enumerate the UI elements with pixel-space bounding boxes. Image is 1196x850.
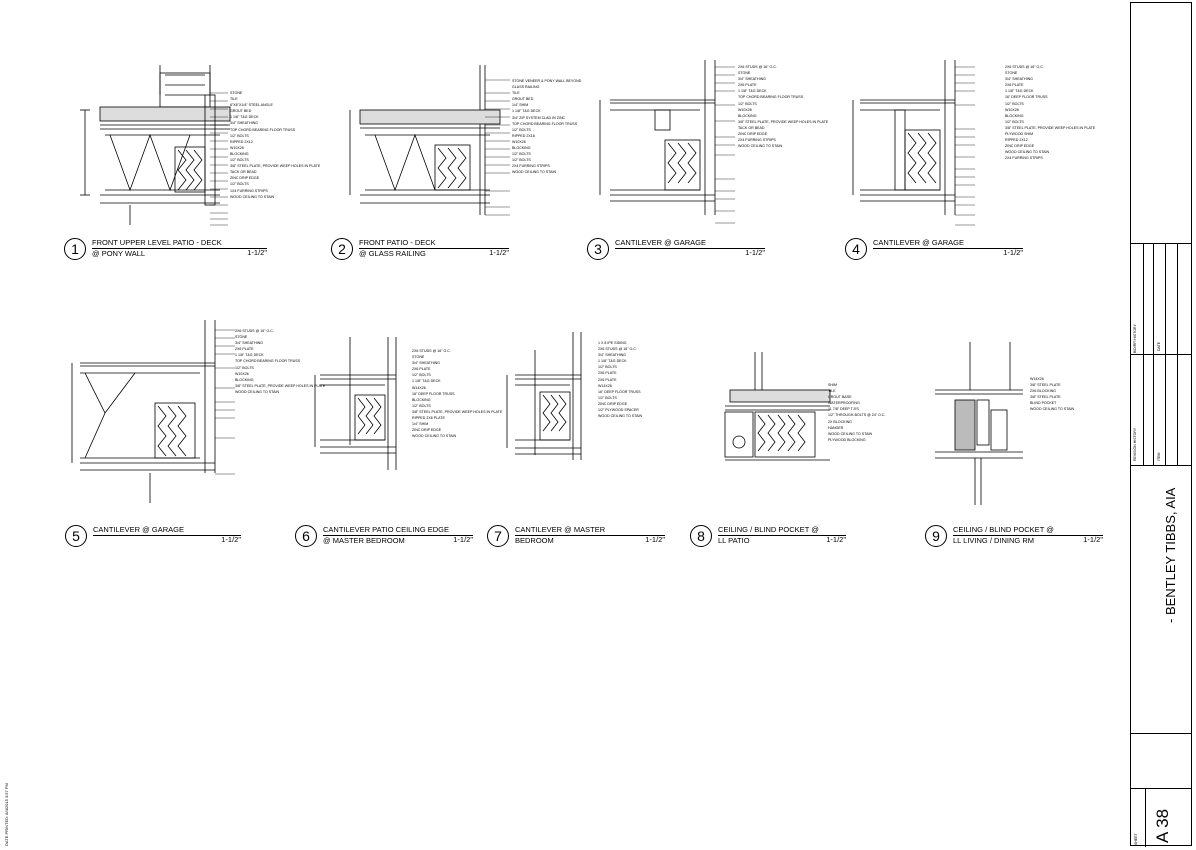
detail-1-callout: 1 FRONT UPPER LEVEL PATIO - DECK @ PONY … [64,238,267,260]
revision-history-label: REVISION HISTORY [1133,427,1137,461]
detail-7-callout: 7 CANTILEVER @ MASTER BEDROOM 1-1/2" [487,525,665,547]
detail-9-number: 9 [925,525,947,547]
detail-7-subtitle: BEDROOM [515,536,554,545]
detail-9-callout: 9 CEILING / BLIND POCKET @ LL LIVING / D… [925,525,1103,547]
detail-6-title: CANTILEVER PATIO CEILING EDGE [323,525,473,536]
detail-3-callout: 3 CANTILEVER @ GARAGE 1-1/2" [587,238,765,260]
detail-7-title: CANTILEVER @ MASTER [515,525,665,536]
detail-4-scale: 1-1/2" [1003,248,1023,257]
title-block-divider [1131,465,1191,466]
detail-8-scale: 1-1/2" [826,535,846,544]
detail-1-linework [80,65,231,226]
detail-9-linework [935,342,1023,505]
date-printed: DATE PRINTED: 8/4/2015 3:57 PM [4,783,9,846]
detail-1-drawing [60,55,320,235]
detail-7-notes: 1 x 8 IPE SIDING2x6 STUDS @ 16" O.C.3/4"… [598,341,643,419]
sheet-number: A 38 [1153,808,1172,843]
detail-4-drawing [845,55,1005,235]
detail-1-number: 1 [64,238,86,260]
sheet-divider [1145,788,1146,847]
detail-2-title: FRONT PATIO - DECK [359,238,509,249]
item-column-label: ITEM [1157,452,1161,461]
detail-8-drawing [700,350,840,480]
detail-7-scale: 1-1/2" [645,535,665,544]
detail-4-number: 4 [845,238,867,260]
detail-5-callout: 5 CANTILEVER @ GARAGE 1-1/2" [65,525,241,547]
firm-name: - BENTLEY TIBBS, AIA [1163,487,1178,623]
detail-3-drawing [590,55,750,235]
detail-9-subtitle: LL LIVING / DINING RM [953,536,1034,545]
detail-9-notes: W14x263/8" STEEL PLATE2x6 BLOCKING 3/8" … [1030,377,1075,412]
detail-7-linework [506,332,582,460]
title-block: BID/RFI HISTORY REVISION HISTORY DATE IT… [1130,2,1192,847]
detail-5-number: 5 [65,525,87,547]
title-block-divider [1131,243,1191,244]
title-block-divider [1131,733,1191,734]
detail-9-scale: 1-1/2" [1083,535,1103,544]
detail-7-drawing [495,330,605,480]
detail-3-scale: 1-1/2" [745,248,765,257]
detail-2-callout: 2 FRONT PATIO - DECK @ GLASS RAILING 1-1… [331,238,509,260]
sheet-label: SHEET [1134,833,1138,845]
detail-2-number: 2 [331,238,353,260]
detail-2-subtitle: @ GLASS RAILING [359,249,426,258]
detail-8-title: CEILING / BLIND POCKET @ [718,525,846,536]
detail-4-callout: 4 CANTILEVER @ GARAGE 1-1/2" [845,238,1023,260]
detail-4-title: CANTILEVER @ GARAGE [873,238,1023,249]
detail-4-linework [852,60,975,226]
detail-6-number: 6 [295,525,317,547]
detail-5-title: CANTILEVER @ GARAGE [93,525,241,536]
detail-2-scale: 1-1/2" [489,248,509,257]
detail-2-linework [349,65,510,216]
detail-8-subtitle: LL PATIO [718,536,750,545]
detail-8-linework [724,352,831,461]
detail-6-linework [314,337,397,470]
detail-9-drawing [915,340,1025,510]
detail-1-scale: 1-1/2" [247,248,267,257]
detail-1-subtitle: @ PONY WALL [92,249,146,258]
detail-9-title: CEILING / BLIND POCKET @ [953,525,1103,536]
detail-3-number: 3 [587,238,609,260]
detail-1-title: FRONT UPPER LEVEL PATIO - DECK [92,238,267,249]
detail-3-linework [599,60,735,224]
detail-8-callout: 8 CEILING / BLIND POCKET @ LL PATIO 1-1/… [690,525,846,547]
title-block-divider [1131,788,1191,789]
revision-grid-line [1131,354,1191,355]
detail-5-scale: 1-1/2" [221,535,241,544]
detail-3-title: CANTILEVER @ GARAGE [615,238,765,249]
detail-2-drawing [330,55,590,235]
detail-7-number: 7 [487,525,509,547]
detail-6-callout: 6 CANTILEVER PATIO CEILING EDGE @ MASTER… [295,525,473,547]
detail-5-drawing [60,318,250,508]
detail-6-subtitle: @ MASTER BEDROOM [323,536,405,545]
date-column-label: DATE [1157,341,1161,351]
detail-6-drawing [300,335,420,485]
bid-history-label: BID/RFI HISTORY [1133,324,1137,353]
detail-6-scale: 1-1/2" [453,535,473,544]
detail-8-number: 8 [690,525,712,547]
detail-5-linework [71,320,235,503]
